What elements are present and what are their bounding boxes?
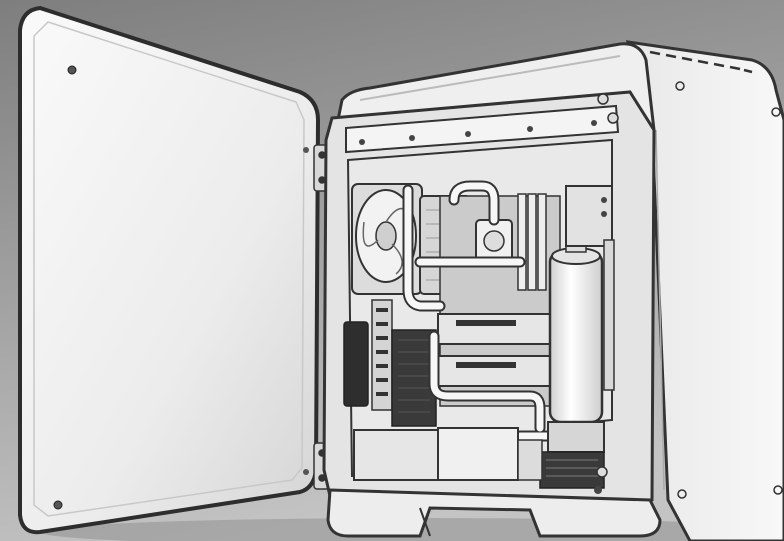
cpu-water-block: [475, 219, 513, 263]
pcie-slot-covers: [371, 299, 393, 411]
door-screw-icon: [53, 500, 63, 510]
case-right-side-panel: [625, 40, 784, 541]
drive-bay: [565, 185, 615, 391]
door-screw-icon: [303, 469, 309, 475]
pump: [539, 421, 605, 489]
top-vent-slots: [649, 50, 753, 74]
side-door-panel: [18, 5, 321, 535]
ram-modules: [517, 193, 547, 291]
top-bracket: [345, 93, 620, 154]
cable-management-cutout: [343, 321, 369, 407]
coolant-reservoir: [548, 239, 604, 424]
psu-shroud: [353, 427, 543, 481]
graphics-card: [437, 313, 551, 387]
door-screw-icon: [303, 147, 309, 153]
door-screw-icon: [67, 65, 77, 75]
